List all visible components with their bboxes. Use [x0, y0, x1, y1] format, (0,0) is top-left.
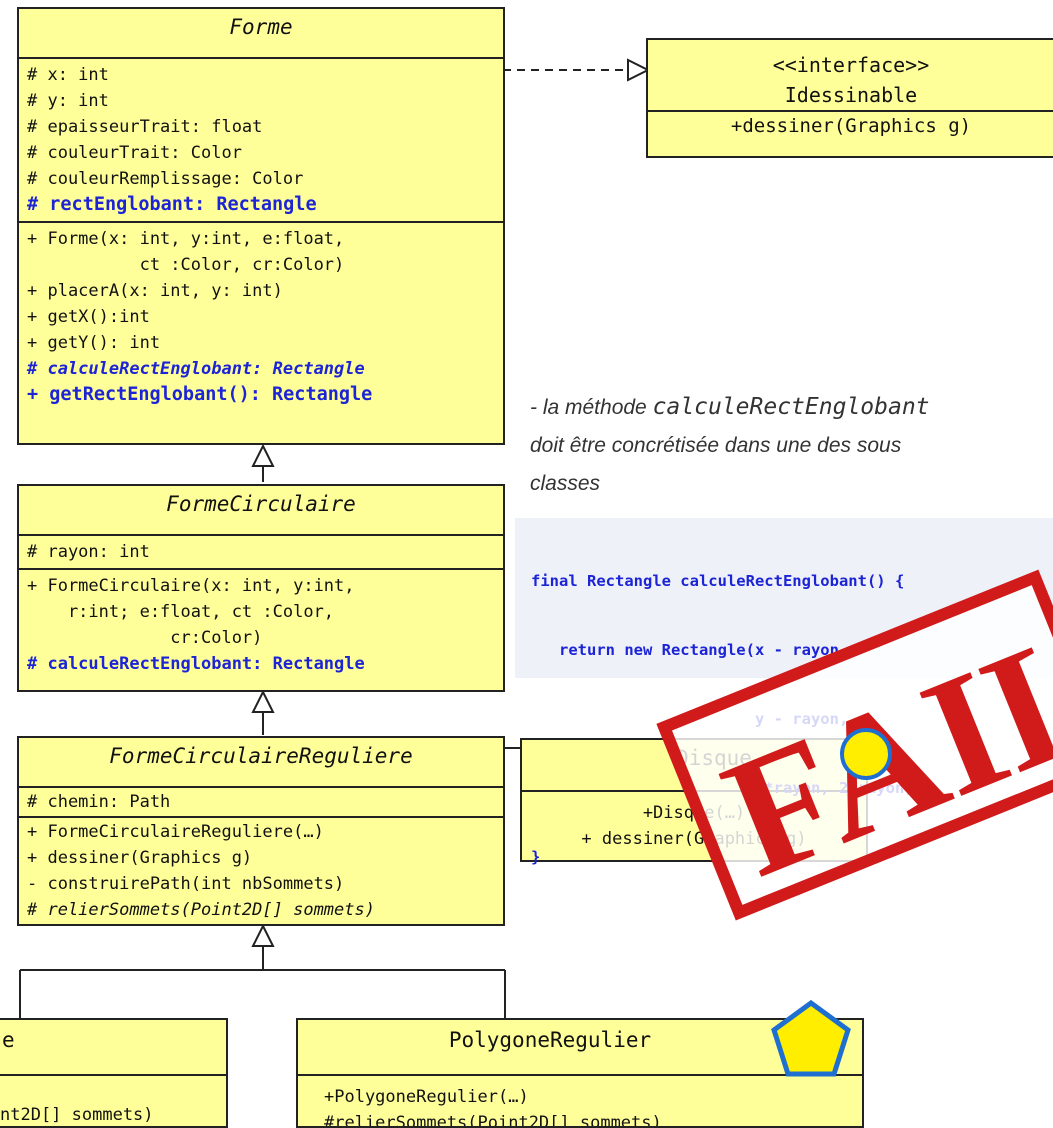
- class-left-subclass: e nt2D[] sommets): [0, 1018, 228, 1128]
- methods-section: + FormeCirculaireReguliere(…) + dessiner…: [19, 816, 503, 924]
- circle-shape-icon: [840, 728, 892, 780]
- attribute: # y: int: [27, 91, 109, 111]
- attribute: # epaisseurTrait: float: [27, 117, 263, 137]
- note-line-1: - la méthode calculeRectEnglobant: [530, 388, 1053, 427]
- method-abstract: # relierSommets(Point2D[] sommets): [27, 900, 375, 920]
- attributes-section: # rayon: int: [19, 534, 503, 568]
- stereotype: <<interface>>: [772, 53, 930, 77]
- attribute: # rayon: int: [27, 542, 150, 562]
- method: + getY(): int: [27, 333, 161, 353]
- methods-section: + Forme(x: int, y:int, e:float, ct :Colo…: [19, 221, 503, 411]
- note-method-name: calculeRectEnglobant: [652, 394, 930, 420]
- attribute: # chemin: Path: [27, 792, 171, 812]
- class-name: Forme: [229, 15, 293, 39]
- attribute-highlight: # rectEnglobant: Rectangle: [27, 194, 317, 215]
- method: r:int; e:float, ct :Color,: [27, 602, 335, 622]
- method: cr:Color): [27, 628, 263, 648]
- note-line-3: classes: [530, 472, 601, 495]
- method: +PolygoneRegulier(…): [324, 1087, 529, 1107]
- pentagon-shape-icon: [771, 999, 851, 1077]
- methods-section: +dessiner(Graphics g): [648, 110, 1053, 142]
- class-forme-circulaire-reguliere: FormeCirculaireReguliere # chemin: Path …: [17, 736, 505, 926]
- method: + FormeCirculaireReguliere(…): [27, 822, 324, 842]
- realization-arrowhead: [627, 58, 651, 82]
- class-idessinable: <<interface>> Idessinable +dessiner(Grap…: [646, 38, 1053, 158]
- method: + placerA(x: int, y: int): [27, 281, 283, 301]
- interface-name: Idessinable: [784, 83, 918, 107]
- note-line-2: doit être concrétisée dans une des sous: [530, 434, 902, 457]
- class-forme: Forme # x: int # y: int # epaisseurTrait…: [17, 7, 505, 445]
- method: ct :Color, cr:Color): [27, 255, 345, 275]
- class-polygone-regulier: PolygoneRegulier +PolygoneRegulier(…) #r…: [296, 1018, 864, 1128]
- method: + dessiner(Graphics g): [27, 848, 253, 868]
- method: - construirePath(int nbSommets): [27, 874, 345, 894]
- attribute: # x: int: [27, 65, 109, 85]
- attributes-section: # x: int # y: int # epaisseurTrait: floa…: [19, 57, 503, 221]
- class-name: FormeCirculaire: [166, 492, 356, 516]
- class-forme-circulaire: FormeCirculaire # rayon: int + FormeCirc…: [17, 484, 505, 692]
- method: + getX():int: [27, 307, 150, 327]
- method: +dessiner(Graphics g): [730, 115, 972, 137]
- method-highlight: + getRectEnglobant(): Rectangle: [27, 384, 373, 405]
- method-highlight: # calculeRectEnglobant: Rectangle: [27, 654, 365, 674]
- class-name: PolygoneRegulier: [448, 1028, 652, 1052]
- code-line: final Rectangle calculeRectEnglobant() {: [531, 572, 905, 590]
- inheritance-arrowhead: [251, 689, 275, 713]
- method: + FormeCirculaire(x: int, y:int,: [27, 576, 355, 596]
- note-prefix: - la méthode: [530, 396, 653, 419]
- attributes-section: # chemin: Path: [19, 786, 503, 816]
- note: - la méthode calculeRectEnglobant doit ê…: [530, 388, 1053, 503]
- code-line: }: [531, 848, 541, 866]
- inheritance-arrowhead: [251, 443, 275, 467]
- method-abstract: # calculeRectEnglobant: Rectangle: [27, 359, 365, 379]
- class-name: e: [2, 1028, 15, 1052]
- attribute: # couleurTrait: Color: [27, 143, 242, 163]
- class-name: FormeCirculaireReguliere: [109, 744, 413, 768]
- method: + Forme(x: int, y:int, e:float,: [27, 229, 345, 249]
- methods-section: + FormeCirculaire(x: int, y:int, r:int; …: [19, 568, 503, 680]
- attribute: # couleurRemplissage: Color: [27, 169, 304, 189]
